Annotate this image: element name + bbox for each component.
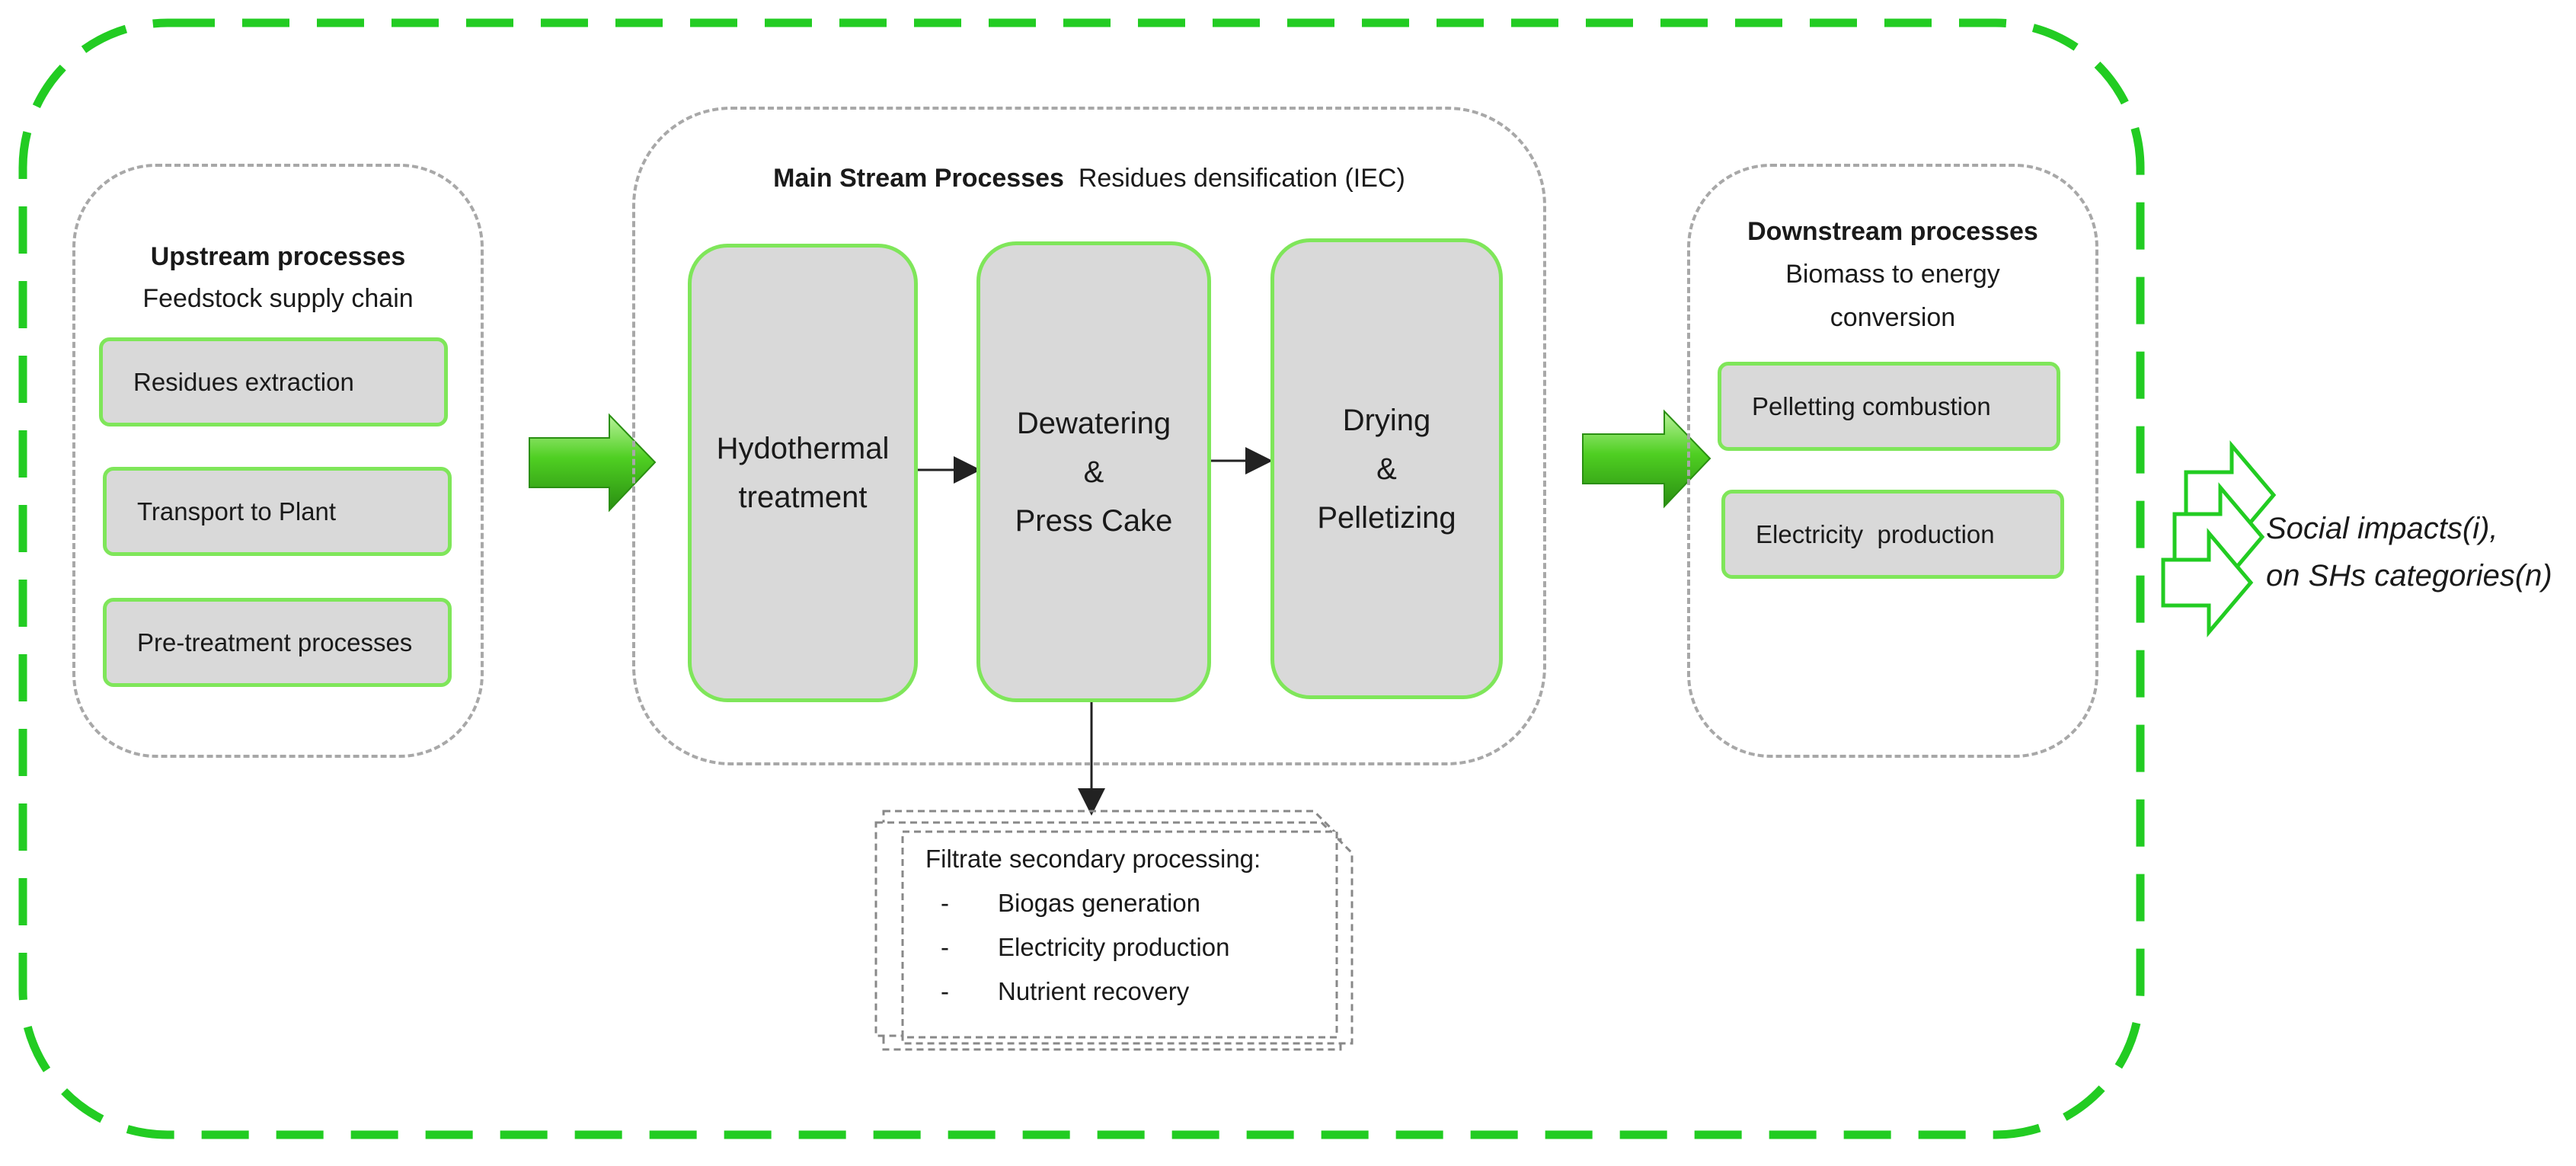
step-label: Hydothermal (716, 432, 890, 465)
step-hydothermal-treatment: Hydothermal treatment (688, 244, 918, 702)
bullet: - (941, 933, 949, 961)
process-residues-extraction: Residues extraction (99, 337, 448, 426)
filtrate-frame-inner (901, 830, 1338, 1039)
bullet: - (941, 889, 949, 917)
system-boundary (18, 18, 2145, 1139)
output-arrows-icon (2161, 440, 2277, 637)
downstream-section: Downstream processes Biomass to energy c… (1687, 164, 2098, 758)
process-label: Electricity production (1756, 519, 1995, 548)
step-label: Drying (1342, 403, 1431, 437)
filtrate-title: Filtrate secondary processing: (925, 845, 1261, 873)
step-label: Press Cake (1015, 503, 1173, 538)
list-item: - Electricity production (876, 925, 1344, 970)
process-label: Pre-treatment processes (137, 628, 413, 656)
bullet: - (941, 977, 949, 1005)
output-label-line1: Social impacts(i), (2266, 512, 2498, 545)
upstream-section: Upstream processes Feedstock supply chai… (72, 164, 484, 758)
list-item: - Nutrient recovery (876, 970, 1344, 1014)
process-pelletting-combustion: Pelletting combustion (1718, 362, 2060, 451)
step-label: & (1376, 452, 1397, 486)
step-label: Pelletizing (1317, 500, 1456, 535)
step-label: & (1083, 455, 1104, 489)
process-label: Residues extraction (133, 367, 354, 396)
process-label: Pelletting combustion (1752, 391, 1991, 420)
process-transport-to-plant: Transport to Plant (103, 467, 452, 556)
process-pre-treatment: Pre-treatment processes (103, 598, 452, 687)
step-label: Dewatering (1016, 406, 1171, 440)
step-label: treatment (738, 481, 868, 514)
process-electricity-production: Electricity production (1721, 490, 2064, 579)
list-item-label: Biogas generation (998, 889, 1201, 917)
step-dewatering-press-cake: Dewatering & Press Cake (976, 241, 1211, 702)
list-item: - Biogas generation (876, 881, 1344, 925)
list-item-label: Electricity production (998, 933, 1230, 961)
upstream-subtitle: Feedstock supply chain (142, 284, 414, 313)
upstream-title: Upstream processes (150, 242, 406, 271)
downstream-subtitle-line2: conversion (1830, 303, 1956, 332)
downstream-title: Downstream processes (1747, 217, 2038, 246)
output-label-line2: on SHs categories(n) (2266, 559, 2552, 593)
downstream-subtitle-line1: Biomass to energy (1785, 260, 2000, 289)
filtrate-panel: Filtrate secondary processing: - Biogas g… (876, 819, 1344, 1040)
step-drying-pelletizing: Drying & Pelletizing (1270, 238, 1503, 699)
list-item-label: Nutrient recovery (998, 977, 1190, 1005)
main-stream-section: Main Stream Processes Residues densifica… (632, 107, 1546, 765)
output-label: Social impacts(i), on SHs categories(n) (2266, 505, 2552, 599)
main-stream-title: Main Stream Processes Residues densifica… (773, 164, 1405, 193)
process-label: Transport to Plant (137, 497, 337, 525)
